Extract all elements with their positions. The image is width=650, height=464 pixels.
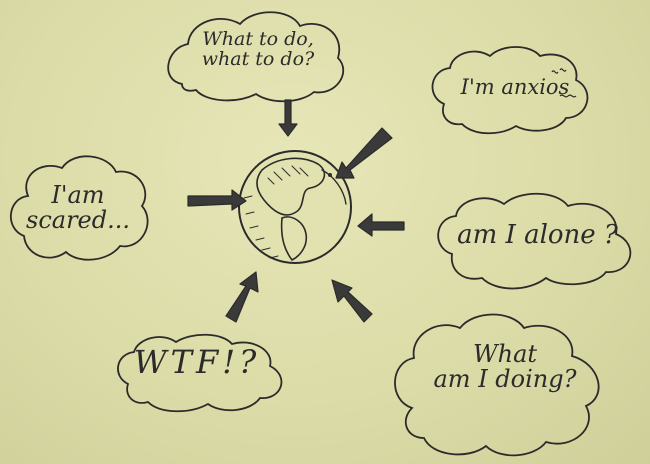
thought-alone: am I alone ? (457, 220, 618, 250)
cloud-anxious (431, 46, 589, 135)
arrow-from-top-right (335, 127, 393, 179)
cloud-doing (394, 313, 600, 457)
thought-what-am-i-doing: What am I doing? (433, 340, 577, 394)
arrow-from-right (357, 213, 405, 237)
thought-wtf: WTF!? (133, 343, 261, 381)
arrow-from-bottom-right (331, 279, 373, 323)
cloud-wtf (117, 333, 283, 413)
arrow-from-left (187, 189, 247, 211)
globe-icon (238, 150, 352, 264)
cloud-what-to-do (167, 11, 345, 103)
thought-scared: I'am scared... (26, 181, 130, 235)
arrow-from-bottom-left (225, 271, 259, 323)
squiggle-icon (551, 68, 577, 98)
thought-anxious: I'm anxios (460, 75, 570, 99)
thought-what-to-do: What to do, what to do? (201, 28, 315, 70)
cloud-alone (437, 192, 632, 290)
arrow-from-top (278, 99, 298, 137)
cloud-scared (9, 155, 149, 261)
